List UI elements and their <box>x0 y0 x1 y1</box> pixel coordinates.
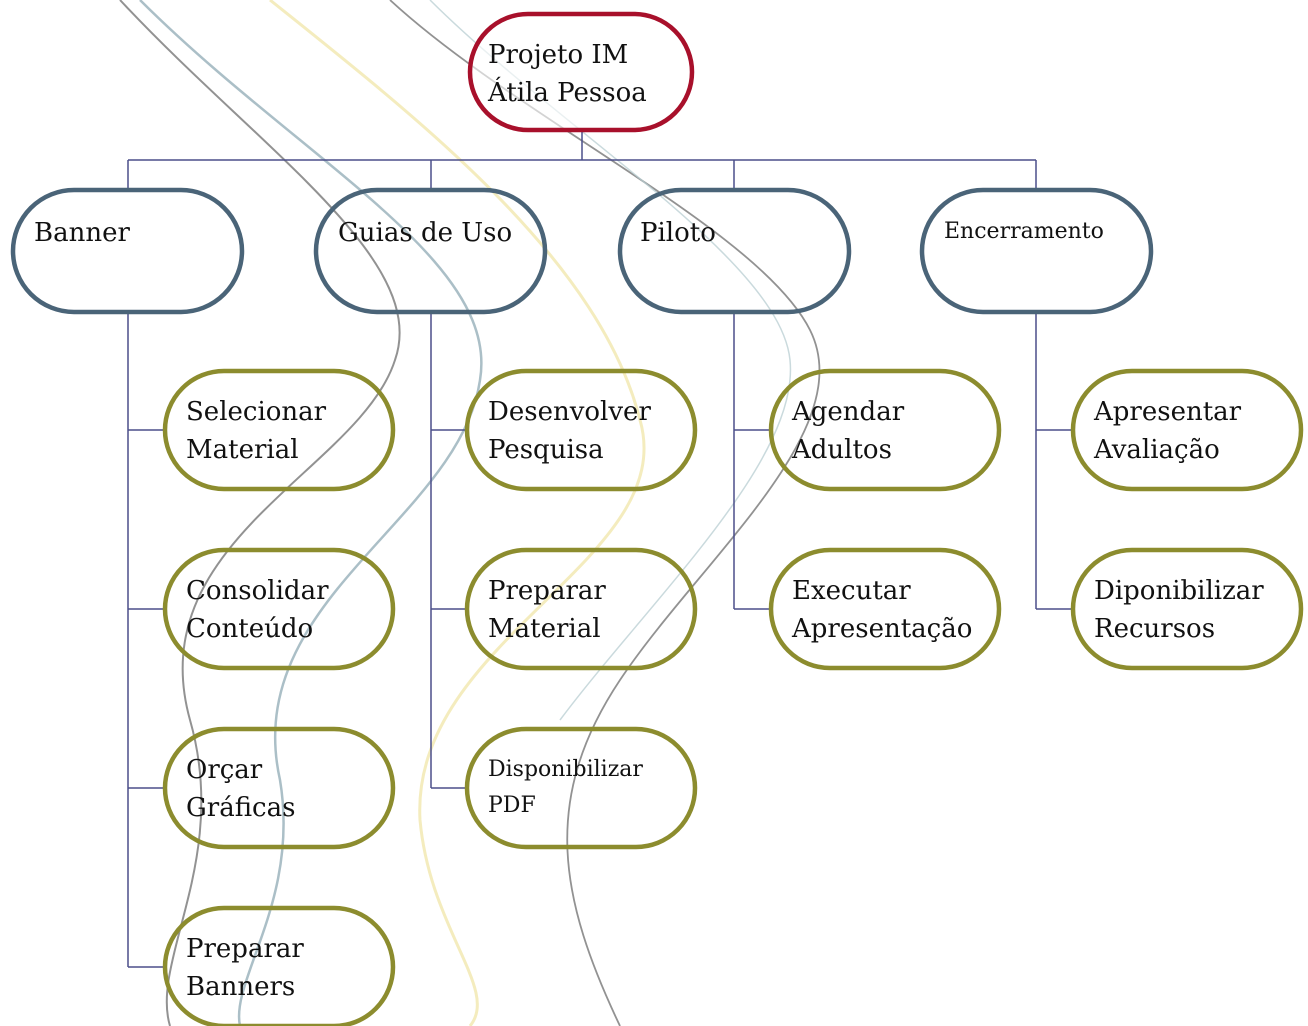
leaf-line-1: Preparar <box>186 934 304 964</box>
branch-guias-text: Guias de Uso <box>338 218 513 248</box>
leaf-agendar-adultos: Agendar Adultos <box>792 393 904 469</box>
branch-node <box>919 187 1154 315</box>
leaf-node <box>162 905 396 1026</box>
leaf-preparar-material: Preparar Material <box>488 572 606 648</box>
branch-banner-text: Banner <box>34 218 130 248</box>
leaf-line-1: Preparar <box>488 576 606 606</box>
leaf-line-1: Apresentar <box>1094 397 1242 427</box>
leaf-executar-apresentacao: Executar Apresentação <box>792 572 972 648</box>
leaf-line-1: Disponibilizar <box>488 757 643 782</box>
branch-label-guias: Guias de Uso <box>338 214 512 252</box>
leaf-line-1: Agendar <box>792 397 905 427</box>
leaf-line-2: PDF <box>488 793 536 818</box>
branch-label-piloto: Piloto <box>640 214 716 252</box>
node-shapes <box>10 11 1304 1026</box>
leaf-line-2: Conteúdo <box>186 614 314 644</box>
leaf-apresentar-avaliacao: Apresentar Avaliação <box>1094 393 1241 469</box>
leaf-node <box>464 368 698 492</box>
leaf-desenvolver-pesquisa: Desenvolver Pesquisa <box>488 393 651 469</box>
leaf-line-2: Apresentação <box>792 614 973 644</box>
leaf-node <box>1070 368 1304 492</box>
leaf-line-2: Recursos <box>1094 614 1216 644</box>
branch-label-banner: Banner <box>34 214 130 252</box>
leaf-disponibilizar-pdf: Disponibilizar PDF <box>488 752 643 824</box>
leaf-node <box>162 726 396 850</box>
leaf-line-1: Executar <box>792 576 911 606</box>
leaf-line-2: Material <box>488 614 601 644</box>
leaf-node <box>162 547 396 671</box>
leaf-line-2: Material <box>186 435 299 465</box>
leaf-preparar-banners: Preparar Banners <box>186 930 304 1006</box>
root-line-2: Átila Pessoa <box>488 78 647 108</box>
leaf-line-2: Banners <box>186 972 296 1002</box>
leaf-line-2: Adultos <box>792 435 892 465</box>
leaf-line-1: Consolidar <box>186 576 329 606</box>
leaf-consolidar-conteudo: Consolidar Conteúdo <box>186 572 329 648</box>
branch-piloto-text: Piloto <box>640 218 716 248</box>
leaf-node <box>768 368 1002 492</box>
leaf-orcar-graficas: Orçar Gráficas <box>186 751 295 827</box>
leaf-node <box>768 547 1002 671</box>
decor-wave <box>389 0 821 1026</box>
leaf-line-2: Pesquisa <box>488 435 604 465</box>
branch-encerramento-text: Encerramento <box>944 219 1104 244</box>
decor-wave <box>139 0 483 1026</box>
leaf-line-2: Avaliação <box>1094 435 1220 465</box>
decor-wave <box>119 0 401 1026</box>
leaf-node <box>464 547 698 671</box>
leaf-node <box>1070 547 1304 671</box>
decorative-waves <box>119 0 821 1026</box>
leaf-line-1: Orçar <box>186 755 263 785</box>
root-line-1: Projeto IM <box>488 40 629 70</box>
leaf-node <box>464 726 698 850</box>
root-node-label: Projeto IM Átila Pessoa <box>488 36 647 112</box>
leaf-node <box>162 368 396 492</box>
decor-wave <box>269 0 646 1026</box>
leaf-line-2: Gráficas <box>186 793 296 823</box>
leaf-line-1: Diponibilizar <box>1094 576 1264 606</box>
branch-node <box>617 187 852 315</box>
leaf-diponibilizar-recursos: Diponibilizar Recursos <box>1094 572 1264 648</box>
branch-label-encerramento: Encerramento <box>944 214 1104 250</box>
branch-node <box>10 187 245 315</box>
leaf-line-1: Selecionar <box>186 397 327 427</box>
root-node <box>467 11 695 133</box>
leaf-line-1: Desenvolver <box>488 397 651 427</box>
connector-lines <box>127 130 1073 968</box>
leaf-selecionar-material: Selecionar Material <box>186 393 326 469</box>
branch-node <box>313 187 548 315</box>
